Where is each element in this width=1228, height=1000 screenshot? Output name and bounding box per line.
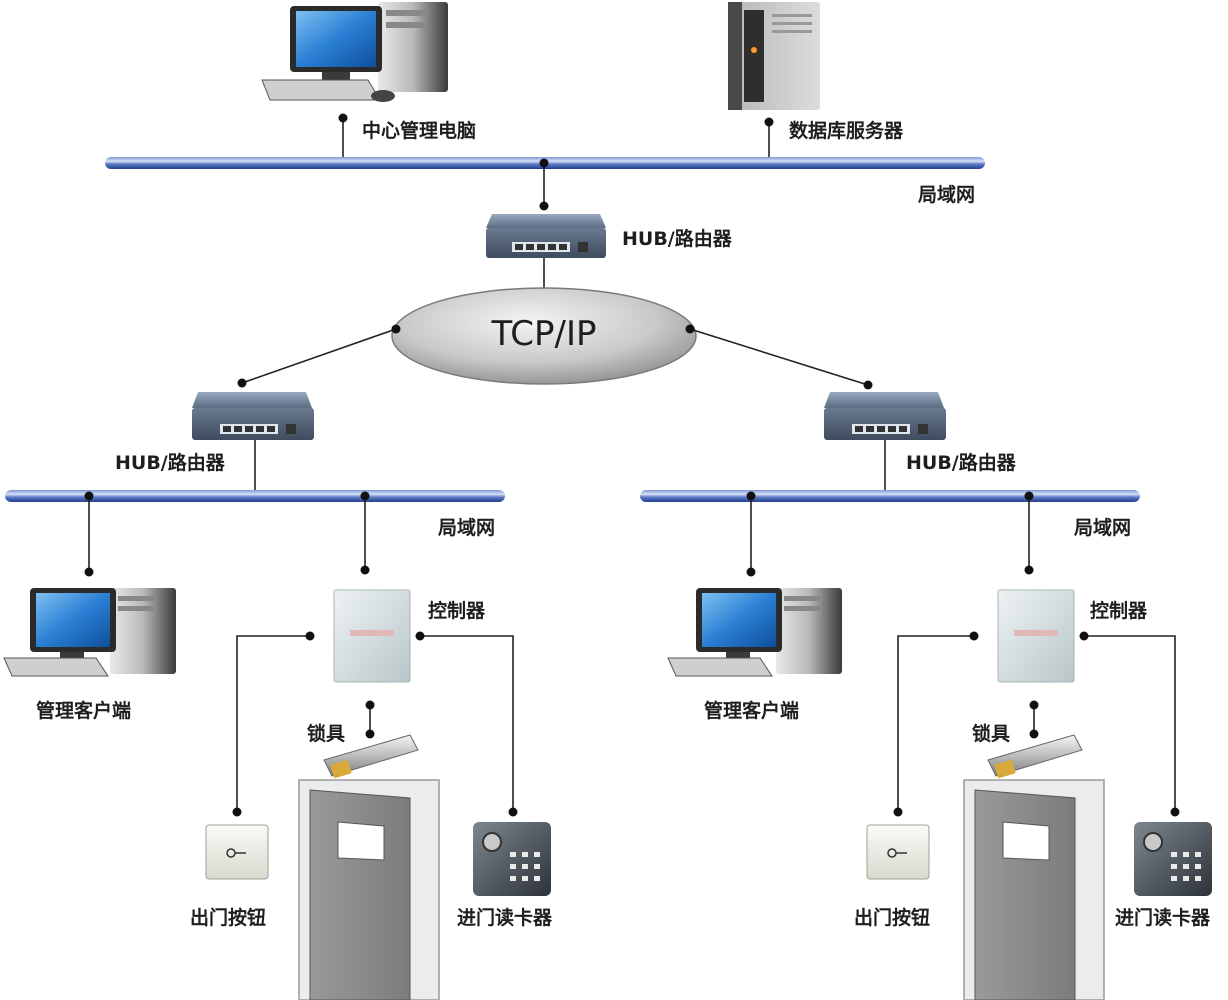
- right-door-icon: [963, 779, 1105, 1000]
- center-pc-label: 中心管理电脑: [362, 119, 476, 142]
- left-hub-icon: [192, 392, 314, 440]
- left-lan-label: 局域网: [438, 516, 495, 539]
- left-door-icon: [298, 779, 440, 1000]
- center-pc-icon: [261, 2, 448, 102]
- db-server-label: 数据库服务器: [789, 119, 904, 142]
- tcp-ip-cloud: [391, 287, 697, 385]
- left-lock-label: 锁具: [307, 722, 345, 745]
- left-controller-label: 控制器: [428, 599, 486, 622]
- right-card-reader-label: 进门读卡器: [1115, 906, 1211, 929]
- tcp-ip-label: TCP/IP: [490, 314, 596, 354]
- right-client-label: 管理客户端: [704, 699, 799, 722]
- left-client-label: 管理客户端: [36, 699, 131, 722]
- top-hub-label: HUB/路由器: [622, 227, 733, 250]
- right-lock-label: 锁具: [972, 722, 1010, 745]
- left-exit-button-label: 出门按钮: [190, 906, 266, 929]
- right-controller-icon: [997, 589, 1075, 683]
- right-exit-button-label: 出门按钮: [854, 906, 930, 929]
- right-hub-label: HUB/路由器: [906, 451, 1017, 474]
- left-client-pc-icon: [3, 588, 176, 677]
- right-exit-button-icon: [866, 824, 930, 880]
- left-exit-button-icon: [205, 824, 269, 880]
- right-lan-label: 局域网: [1074, 516, 1131, 539]
- left-hub-label: HUB/路由器: [115, 451, 226, 474]
- right-lan-bus: [640, 490, 1140, 502]
- right-client-pc-icon: [667, 588, 842, 677]
- right-card-reader-icon: [1134, 822, 1212, 896]
- right-lock-icon: [987, 734, 1083, 779]
- top-lan-label: 局域网: [918, 183, 975, 206]
- right-controller-label: 控制器: [1090, 599, 1148, 622]
- db-server-icon: [728, 2, 820, 110]
- right-hub-icon: [824, 392, 946, 440]
- left-card-reader-icon: [473, 822, 551, 896]
- left-card-reader-label: 进门读卡器: [457, 906, 553, 929]
- left-controller-icon: [333, 589, 411, 683]
- top-hub-icon: [486, 214, 606, 258]
- left-lan-bus: [5, 490, 505, 502]
- left-lock-icon: [323, 734, 419, 779]
